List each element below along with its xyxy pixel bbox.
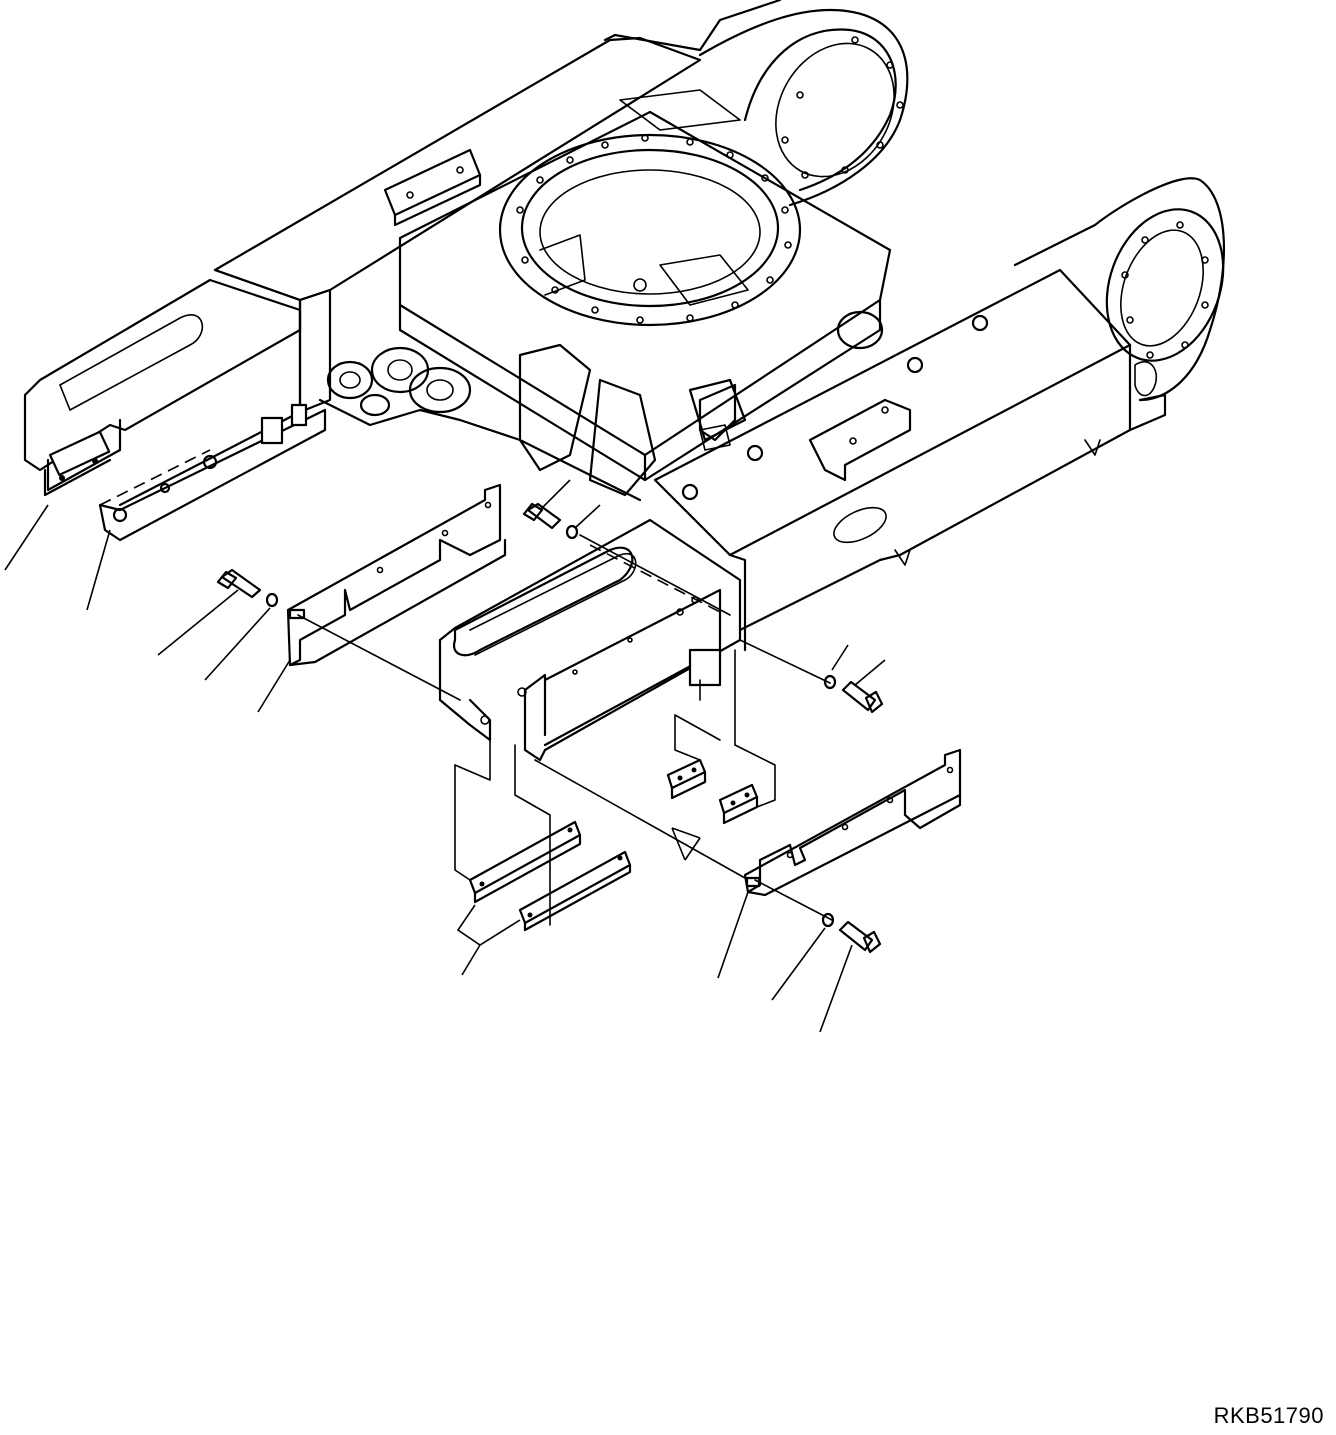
wear-strips — [468, 820, 632, 932]
left-side-frame — [23, 0, 909, 542]
right-cover-plate — [743, 748, 962, 897]
figure-code-label: RKB51790 — [1213, 1403, 1324, 1428]
right-side-frame — [653, 177, 1226, 652]
circle-bolt-holes — [516, 134, 792, 324]
shim-blocks — [666, 758, 759, 825]
projection-lines — [297, 534, 833, 926]
leader-lines — [4, 479, 886, 1033]
right-front-guide — [438, 518, 742, 762]
bolts-washers — [216, 502, 884, 954]
center-frame — [318, 110, 892, 502]
left-cover-plate — [286, 483, 507, 667]
